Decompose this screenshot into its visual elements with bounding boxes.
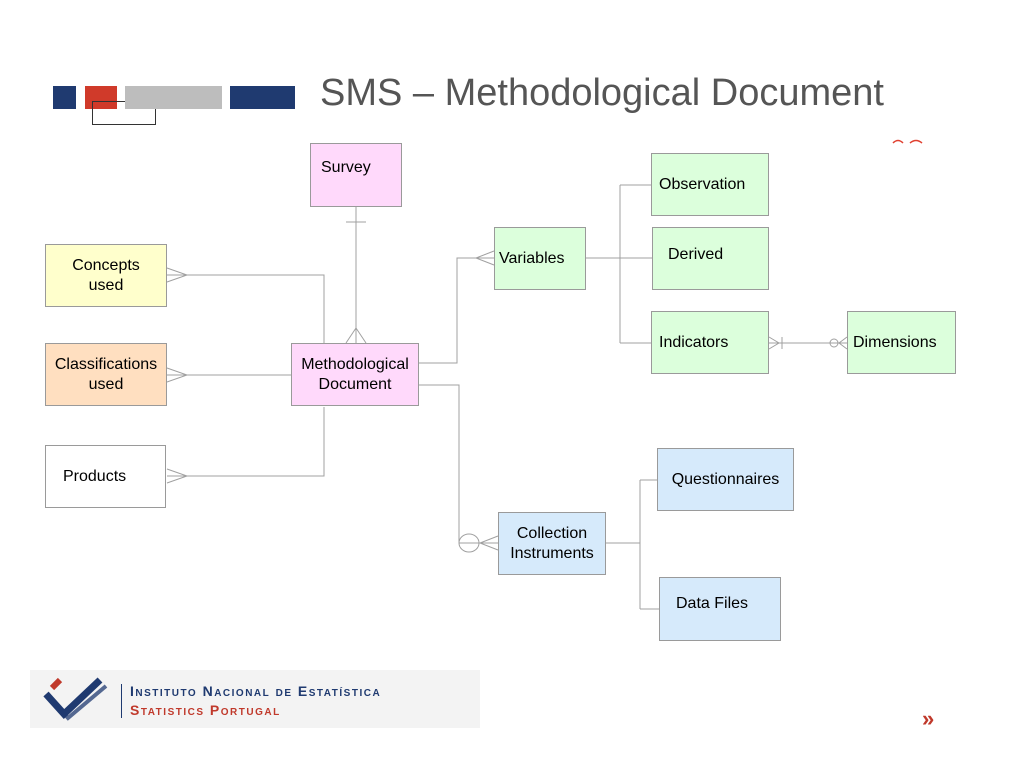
entity-collection-instruments-label: Collection Instruments (510, 524, 594, 562)
entity-concepts-used-label: Concepts used (72, 256, 140, 294)
entity-data-files-label: Data Files (676, 595, 749, 612)
entity-survey: Survey (310, 143, 402, 207)
connector-collection (419, 384, 498, 544)
connector-concepts (167, 274, 325, 343)
entity-methodological-document: Methodological Document (291, 343, 419, 406)
entity-questionnaires: Questionnaires (657, 448, 794, 511)
header-decor-gray-bar (125, 86, 222, 109)
connector-products (167, 407, 325, 477)
entity-variables: Variables (494, 227, 586, 290)
footer-logo-panel (30, 670, 480, 728)
variables-many-marker (474, 250, 495, 266)
entity-observation-label: Observation (659, 175, 746, 193)
entity-products: Products (45, 445, 166, 508)
entity-survey-label: Survey (321, 159, 371, 176)
entity-derived-label: Derived (668, 246, 724, 263)
entity-indicators-label: Indicators (659, 333, 729, 351)
entity-dimensions-label: Dimensions (853, 333, 937, 351)
dimensions-many-marker (838, 336, 848, 350)
header-decor-outline-box (92, 101, 156, 125)
entity-classifications-used: Classifications used (45, 343, 167, 406)
indicators-many-marker (768, 336, 780, 350)
red-decor-arc (892, 139, 923, 144)
header-decor-navy-bar (230, 86, 295, 109)
header-decor-red-square (85, 86, 117, 109)
entity-data-files: Data Files (659, 577, 781, 641)
page-title: SMS – Methodological Document (320, 72, 884, 114)
methodological-many-marker (345, 327, 367, 344)
footer-divider (121, 684, 122, 718)
org-name-en: Statistics Portugal (130, 702, 281, 718)
entity-concepts-used: Concepts used (45, 244, 167, 307)
entity-products-label: Products (63, 467, 127, 485)
entity-derived: Derived (652, 227, 769, 290)
collection-many-marker (478, 535, 499, 551)
entity-variables-label: Variables (499, 249, 565, 267)
entity-methodological-document-label: Methodological Document (301, 355, 409, 393)
org-name-pt: Instituto Nacional de Estatística (130, 683, 382, 699)
classifications-many-marker (166, 367, 189, 383)
collection-zero-marker (458, 533, 480, 553)
entity-collection-instruments: Collection Instruments (498, 512, 606, 575)
next-slide-icon[interactable]: » (922, 706, 935, 731)
entity-questionnaires-label: Questionnaires (671, 470, 780, 488)
products-many-marker (166, 468, 189, 484)
connector-variables (419, 257, 494, 364)
entity-classifications-used-label: Classifications used (54, 355, 158, 393)
entity-dimensions: Dimensions (847, 311, 956, 374)
dimensions-zero-marker (829, 338, 839, 348)
entity-indicators: Indicators (651, 311, 769, 374)
ine-logo-icon (43, 677, 108, 721)
concepts-many-marker (166, 267, 189, 283)
entity-observation: Observation (651, 153, 769, 216)
header-decor-navy-square (53, 86, 76, 109)
